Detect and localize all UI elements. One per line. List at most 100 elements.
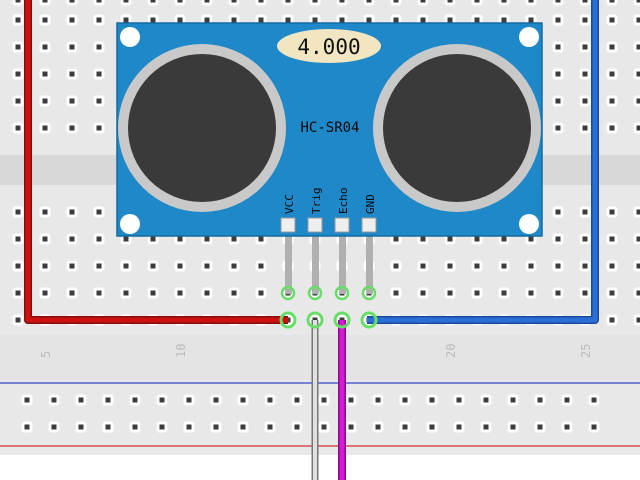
breadboard-hole[interactable] xyxy=(93,122,105,134)
breadboard-hole[interactable] xyxy=(453,394,465,406)
breadboard-hole[interactable] xyxy=(552,206,564,218)
breadboard-hole[interactable] xyxy=(633,41,640,53)
breadboard-hole[interactable] xyxy=(66,95,78,107)
breadboard-hole[interactable] xyxy=(633,122,640,134)
breadboard-hole[interactable] xyxy=(12,0,24,6)
breadboard-hole[interactable] xyxy=(39,287,51,299)
breadboard-hole[interactable] xyxy=(66,233,78,245)
breadboard-hole[interactable] xyxy=(39,41,51,53)
breadboard-hole[interactable] xyxy=(417,260,429,272)
breadboard-hole[interactable] xyxy=(66,260,78,272)
breadboard-hole[interactable] xyxy=(66,68,78,80)
breadboard-hole[interactable] xyxy=(39,68,51,80)
breadboard-hole[interactable] xyxy=(633,14,640,26)
breadboard-hole[interactable] xyxy=(318,394,330,406)
breadboard-hole[interactable] xyxy=(75,394,87,406)
breadboard-hole[interactable] xyxy=(174,260,186,272)
breadboard-hole[interactable] xyxy=(579,68,591,80)
breadboard-hole[interactable] xyxy=(534,421,546,433)
breadboard-hole[interactable] xyxy=(93,233,105,245)
breadboard-hole[interactable] xyxy=(291,394,303,406)
breadboard-hole[interactable] xyxy=(66,206,78,218)
breadboard-hole[interactable] xyxy=(147,0,159,6)
breadboard-hole[interactable] xyxy=(552,287,564,299)
breadboard-hole[interactable] xyxy=(228,260,240,272)
breadboard-hole[interactable] xyxy=(552,0,564,6)
breadboard-hole[interactable] xyxy=(390,260,402,272)
breadboard-hole[interactable] xyxy=(21,421,33,433)
breadboard-hole[interactable] xyxy=(606,41,618,53)
pin-pad-gnd[interactable] xyxy=(361,217,377,233)
breadboard-hole[interactable] xyxy=(372,394,384,406)
breadboard-hole[interactable] xyxy=(606,287,618,299)
breadboard-hole[interactable] xyxy=(174,287,186,299)
breadboard-hole[interactable] xyxy=(75,421,87,433)
breadboard-hole[interactable] xyxy=(552,68,564,80)
breadboard-hole[interactable] xyxy=(93,0,105,6)
breadboard-hole[interactable] xyxy=(588,394,600,406)
breadboard-hole[interactable] xyxy=(237,421,249,433)
breadboard-hole[interactable] xyxy=(480,394,492,406)
breadboard-hole[interactable] xyxy=(264,421,276,433)
breadboard-hole[interactable] xyxy=(579,206,591,218)
breadboard-hole[interactable] xyxy=(102,394,114,406)
breadboard-hole[interactable] xyxy=(120,287,132,299)
breadboard-hole[interactable] xyxy=(93,287,105,299)
breadboard-hole[interactable] xyxy=(606,14,618,26)
breadboard-hole[interactable] xyxy=(579,233,591,245)
breadboard-hole[interactable] xyxy=(552,14,564,26)
breadboard-hole[interactable] xyxy=(228,287,240,299)
breadboard-hole[interactable] xyxy=(12,233,24,245)
breadboard-hole[interactable] xyxy=(129,394,141,406)
breadboard-hole[interactable] xyxy=(426,421,438,433)
breadboard-hole[interactable] xyxy=(147,260,159,272)
breadboard-hole[interactable] xyxy=(498,260,510,272)
breadboard-hole[interactable] xyxy=(417,287,429,299)
breadboard-hole[interactable] xyxy=(606,233,618,245)
breadboard-hole[interactable] xyxy=(399,394,411,406)
breadboard-hole[interactable] xyxy=(183,394,195,406)
breadboard-hole[interactable] xyxy=(66,41,78,53)
breadboard-hole[interactable] xyxy=(120,0,132,6)
breadboard-hole[interactable] xyxy=(633,0,640,6)
breadboard-hole[interactable] xyxy=(471,0,483,6)
breadboard-hole[interactable] xyxy=(507,421,519,433)
breadboard-hole[interactable] xyxy=(309,0,321,6)
breadboard-hole[interactable] xyxy=(237,394,249,406)
breadboard-hole[interactable] xyxy=(66,122,78,134)
breadboard-hole[interactable] xyxy=(525,287,537,299)
breadboard-hole[interactable] xyxy=(417,0,429,6)
breadboard-hole[interactable] xyxy=(336,0,348,6)
breadboard-hole[interactable] xyxy=(606,95,618,107)
breadboard-hole[interactable] xyxy=(552,41,564,53)
breadboard-hole[interactable] xyxy=(579,41,591,53)
breadboard-hole[interactable] xyxy=(633,314,640,326)
breadboard-hole[interactable] xyxy=(525,260,537,272)
breadboard-hole[interactable] xyxy=(606,68,618,80)
breadboard-hole[interactable] xyxy=(633,287,640,299)
breadboard-hole[interactable] xyxy=(39,14,51,26)
breadboard-hole[interactable] xyxy=(498,287,510,299)
breadboard-hole[interactable] xyxy=(363,0,375,6)
breadboard-hole[interactable] xyxy=(480,421,492,433)
breadboard-hole[interactable] xyxy=(390,0,402,6)
breadboard-hole[interactable] xyxy=(633,206,640,218)
breadboard-hole[interactable] xyxy=(579,260,591,272)
breadboard-hole[interactable] xyxy=(39,233,51,245)
breadboard-hole[interactable] xyxy=(579,287,591,299)
breadboard-hole[interactable] xyxy=(66,287,78,299)
breadboard-hole[interactable] xyxy=(453,421,465,433)
breadboard-hole[interactable] xyxy=(633,260,640,272)
breadboard-hole[interactable] xyxy=(606,314,618,326)
breadboard-hole[interactable] xyxy=(606,0,618,6)
breadboard-hole[interactable] xyxy=(345,394,357,406)
breadboard-hole[interactable] xyxy=(21,394,33,406)
breadboard-hole[interactable] xyxy=(156,394,168,406)
breadboard-hole[interactable] xyxy=(444,260,456,272)
breadboard-hole[interactable] xyxy=(255,287,267,299)
breadboard-hole[interactable] xyxy=(633,95,640,107)
breadboard-hole[interactable] xyxy=(606,122,618,134)
breadboard-hole[interactable] xyxy=(12,95,24,107)
breadboard-hole[interactable] xyxy=(93,260,105,272)
breadboard-hole[interactable] xyxy=(12,122,24,134)
